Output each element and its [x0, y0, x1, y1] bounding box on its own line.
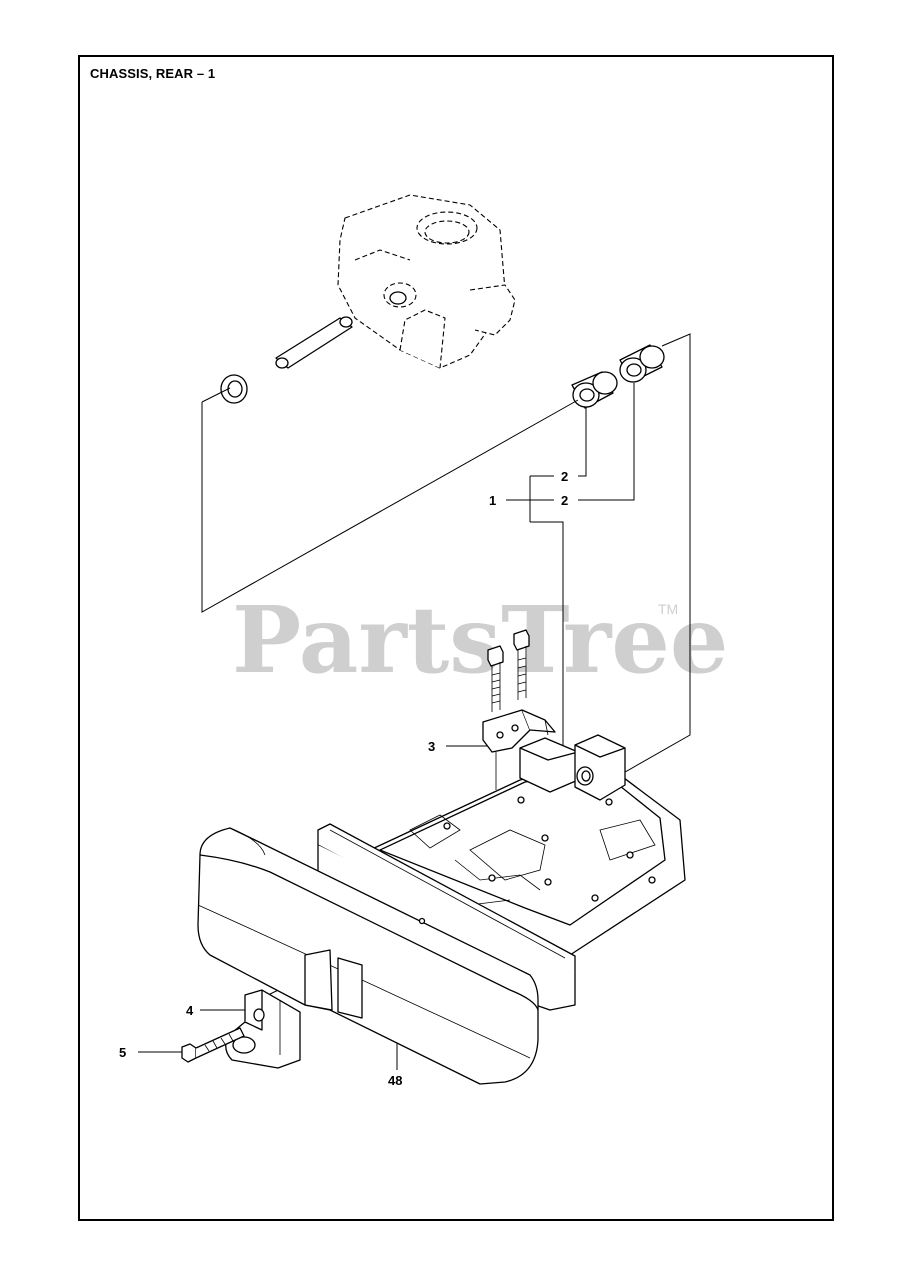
callout-4: 4: [186, 1003, 194, 1018]
watermark-trademark: TM: [658, 601, 678, 617]
callout-5: 5: [119, 1045, 126, 1060]
callout-1: 1: [489, 493, 496, 508]
assembly-lines: [201, 333, 691, 793]
chassis-frame: [369, 734, 686, 956]
callout-2-upper: 2: [561, 469, 568, 484]
watermark-text: PartsTree: [232, 586, 728, 694]
callout-3: 3: [428, 739, 435, 754]
bushing-left: [571, 371, 618, 409]
callout-2-lower: 2: [561, 493, 568, 508]
rear-weight-part-48: [197, 827, 539, 1085]
bushing-right: [619, 344, 665, 383]
bolt-upper-right: [513, 629, 530, 700]
callout-labels: 2 2 1 3 4 5 48: [119, 469, 568, 1088]
bolt-upper-left: [487, 645, 504, 712]
bolt-part-5: [181, 1027, 245, 1063]
axle-shaft: [275, 316, 353, 369]
seal-washer: [220, 374, 248, 404]
diagram-title: CHASSIS, REAR – 1: [90, 66, 216, 81]
bracket-part-3: [482, 709, 556, 790]
hitch-plate-part-4: [225, 989, 301, 1069]
callout-48: 48: [388, 1073, 402, 1088]
transaxle-housing-reference: [337, 194, 516, 369]
